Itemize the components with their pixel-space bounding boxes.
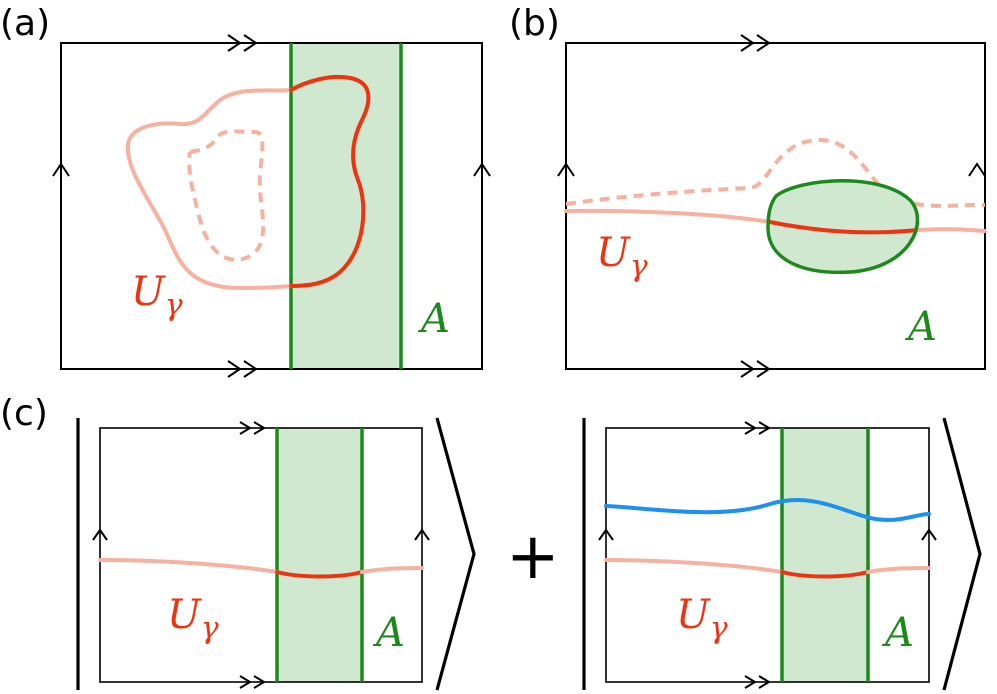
panel-c-right-string-right [866, 566, 931, 574]
panel-c-right-string-left [604, 558, 784, 574]
panel-a-left-arrow [52, 162, 70, 177]
panel-b-string-left [564, 208, 772, 224]
panel-a-loop-inside-region [289, 75, 371, 288]
panel-c-right-ket: Uγ A [582, 417, 982, 691]
panel-b-label: (b) [509, 3, 560, 44]
panel-c-right-torus-frame [605, 427, 930, 683]
panel-c-left-torus-frame [99, 427, 423, 683]
panel-b-region-label: A [904, 304, 937, 350]
panel-b-region-edge [766, 179, 920, 275]
panel-c-right-region-label: A [881, 610, 914, 656]
panel-c-left-ket: Uγ A [76, 417, 476, 691]
panel-c-left-top-double-arrow [239, 421, 266, 435]
panel-a-region-fill [291, 43, 401, 369]
panel-c-right-left-arrow [598, 528, 614, 541]
panel-b-bottom-double-arrow [740, 360, 771, 378]
panel-c-right-ket-angle [942, 417, 982, 691]
panel-b-dashed-string [565, 137, 986, 208]
panel-c-left-operator-label: Uγ [167, 592, 219, 646]
panel-b-torus-frame [565, 42, 986, 370]
panel-b-string-right [916, 227, 987, 233]
panel-a-bottom-double-arrow [227, 360, 258, 378]
panel-c-label: (c) [0, 393, 48, 434]
panel-c-right-operator-label: Uγ [676, 592, 728, 646]
panel-c-left-string-left [98, 558, 279, 574]
panel-c-right-bottom-double-arrow [744, 675, 771, 689]
panel-a-region-label: A [417, 296, 450, 342]
panel-b-string-inside-region [768, 220, 920, 235]
panel-a-dashed-loop [187, 129, 266, 262]
panel-c-left-string-right [360, 566, 424, 574]
panel-a-operator-label: Uγ [131, 269, 183, 323]
panel-c-left-ket-angle [435, 417, 476, 691]
panel-b-left-arrow [557, 162, 575, 177]
panel-a-loop-outside [125, 88, 293, 290]
panel-c-right-region-fill [782, 428, 868, 682]
panel-c-left-right-arrow [414, 528, 430, 541]
panel-a-right-arrow [473, 162, 491, 177]
panel-c: (c) Uγ A + [0, 393, 982, 691]
panel-a-top-double-arrow [227, 34, 258, 52]
panel-c-left-region-fill [277, 428, 362, 682]
panel-b-region-fill [768, 180, 918, 273]
panel-c-left-string-inside-region [275, 570, 364, 579]
panel-b-right-arrow [968, 162, 986, 177]
panel-a-torus-frame [60, 42, 483, 370]
panel-c-left-left-arrow [92, 528, 108, 541]
panel-c-left-region-label: A [372, 610, 405, 656]
panel-c-plus-sign: + [506, 520, 560, 594]
panel-b: (b) Uγ A [509, 3, 987, 378]
panel-c-right-extra-string [604, 498, 931, 522]
panel-b-operator-label: Uγ [596, 230, 648, 284]
panel-a-label: (a) [0, 3, 50, 44]
panel-b-top-double-arrow [740, 34, 771, 52]
panel-a: (a) Uγ A [0, 3, 491, 378]
panel-c-right-right-arrow [921, 528, 937, 541]
panel-c-right-top-double-arrow [744, 421, 771, 435]
panel-c-left-bottom-double-arrow [239, 675, 266, 689]
panel-c-right-string-inside-region [780, 570, 870, 579]
